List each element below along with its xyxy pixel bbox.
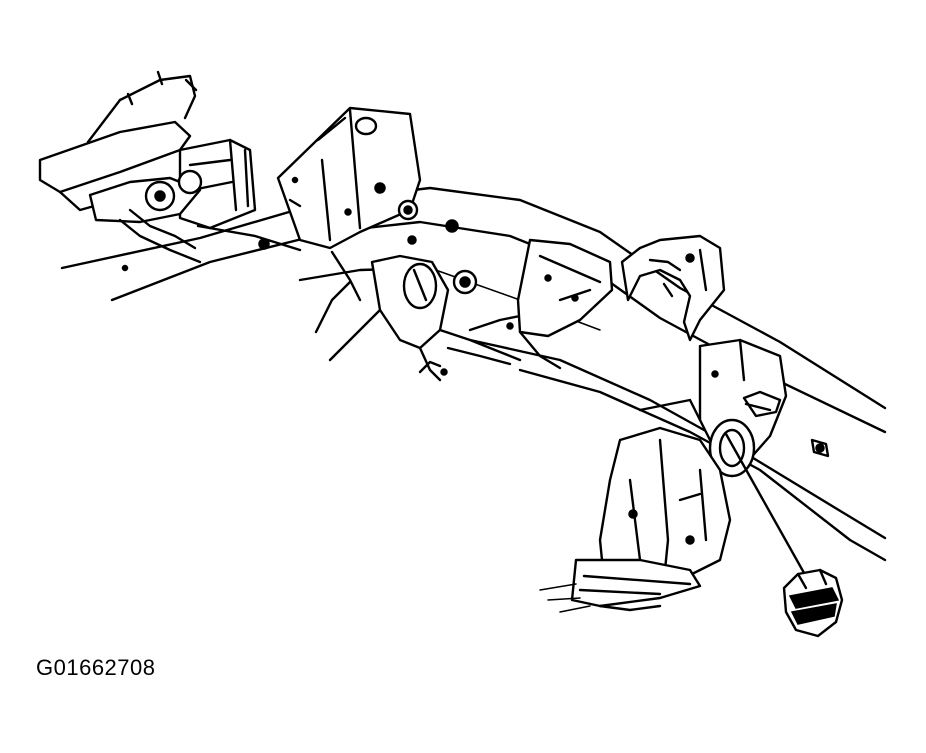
front-mount-bracket [40,72,300,262]
gusset-plate [278,108,420,248]
crossmember [316,220,520,380]
hook-bracket [622,236,724,340]
bushing-callout [726,434,842,636]
rear-mount-bracket [540,340,786,612]
figure-code: G01662708 [36,655,156,680]
diagonal-brace [518,240,612,368]
